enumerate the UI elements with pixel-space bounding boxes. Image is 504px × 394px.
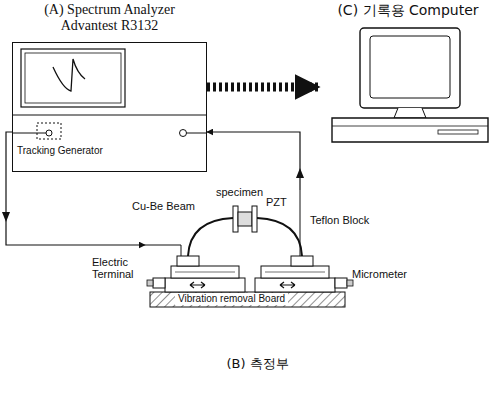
analyzer-title: (A) Spectrum Analyzer Advantest R3132 xyxy=(22,2,197,34)
data-transfer-arrow xyxy=(207,83,318,92)
teflon-label: Teflon Block xyxy=(310,214,369,226)
direction-mark xyxy=(2,212,10,222)
analyzer-housing: Tracking Generator xyxy=(12,42,207,172)
micrometer-label: Micrometer xyxy=(352,268,407,280)
fixture-caption: (B) 측정부 xyxy=(145,356,370,372)
recording-computer: (C) 기록용 Computer xyxy=(318,2,498,152)
computer-title: (C) 기록용 Computer xyxy=(318,2,498,18)
computer-drawing xyxy=(318,22,498,152)
specimen-label: specimen xyxy=(216,186,263,198)
beam-label: Cu-Be Beam xyxy=(132,200,192,212)
signal-wire xyxy=(207,132,300,190)
terminal-label: Electric Terminal xyxy=(92,256,142,280)
spectrum-analyzer: (A) Spectrum Analyzer Advantest R3132Tra… xyxy=(12,2,207,172)
tracking-generator-label: Tracking Generator xyxy=(17,145,103,157)
pzt-label: PZT xyxy=(266,196,287,208)
board-label: Vibration removal Board xyxy=(175,293,288,305)
direction-mark xyxy=(296,168,304,178)
